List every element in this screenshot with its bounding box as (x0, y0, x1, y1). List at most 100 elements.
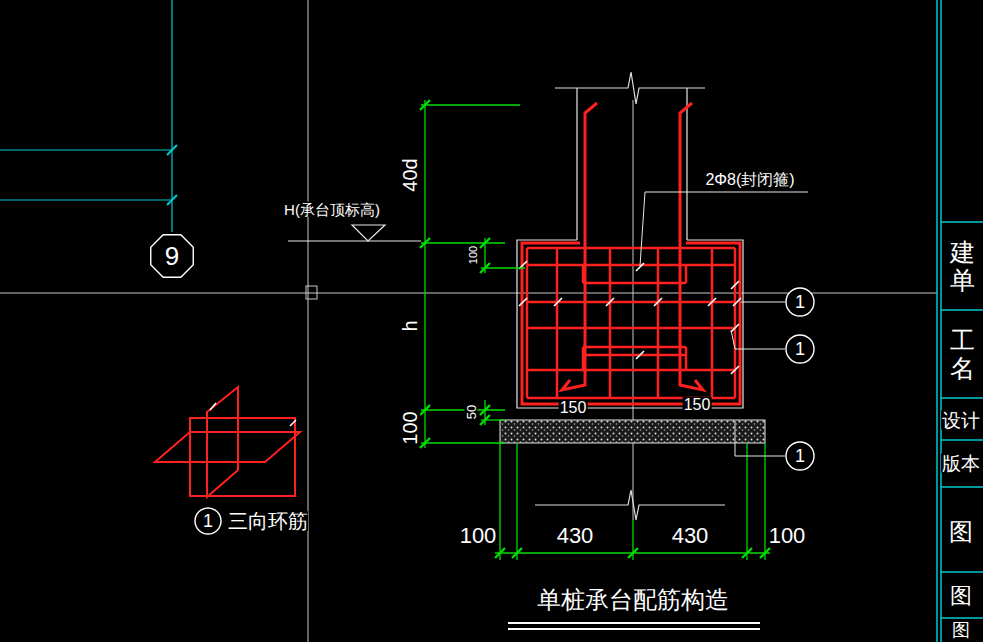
circle-outline (786, 288, 814, 316)
dimension-text: 100 (400, 410, 420, 445)
dimension-lines (421, 104, 520, 105)
dimension-text: 50 (465, 404, 478, 420)
dimension-text: 430 (556, 525, 595, 547)
rebar (583, 354, 686, 357)
ring-rebar-sketch (207, 387, 238, 497)
callout-text: 9 (148, 243, 196, 269)
title-block-cell: 建单 (949, 239, 976, 294)
reference-lines (0, 0, 937, 642)
axis-grid-lines (167, 145, 177, 205)
title-block-cell: 版本 (941, 454, 981, 473)
leader-lines (741, 302, 785, 303)
axis-grid-lines (0, 0, 177, 232)
rebar (734, 248, 737, 398)
gravel-cushion (500, 420, 765, 443)
ring-rebar-sketch (155, 432, 300, 462)
rebar (685, 265, 688, 283)
rebar (522, 103, 740, 404)
title-block-cell: 设计 (941, 411, 981, 430)
ring-rebar-sketch (190, 418, 295, 496)
dimension-lines (421, 442, 505, 443)
rebar (522, 243, 740, 404)
dimension-lines (421, 242, 505, 243)
leader-lines (731, 330, 785, 349)
caption-underline (508, 622, 760, 624)
elevation-mark (352, 225, 385, 241)
dimension-lines (764, 443, 765, 560)
reference-lines (633, 100, 634, 520)
axis-grid-lines (171, 0, 172, 232)
gravel-cushion (500, 420, 765, 443)
title-block-lines (941, 309, 983, 311)
rebar (527, 248, 735, 398)
title-block-lines (940, 0, 942, 642)
rebar (657, 248, 660, 398)
dimension-lines (516, 443, 517, 560)
dimension-lines (746, 443, 747, 560)
title-block-lines (941, 571, 983, 573)
dimension-lines (420, 100, 770, 560)
break-lines (535, 490, 725, 520)
title-block-lines (941, 439, 983, 441)
title-block-lines (937, 0, 983, 642)
concrete-outline (517, 88, 743, 408)
break-lines (535, 72, 725, 520)
dimension-lines (499, 443, 500, 560)
leader-lines (640, 192, 808, 456)
dimension-lines (420, 100, 430, 448)
title-block-cell: 工名 (949, 327, 976, 382)
callout-number: 1 (785, 334, 815, 364)
rebar (583, 346, 686, 349)
caption-underline (508, 623, 760, 629)
axis-grid-lines (0, 149, 172, 150)
callout-text: 1 (785, 447, 815, 465)
dimension-text: 150 (559, 400, 588, 416)
ring-rebar-sketch (155, 387, 300, 497)
rebar-section-ticks (519, 298, 741, 306)
dimension-lines (421, 409, 505, 410)
dimension-text: 100 (768, 525, 807, 547)
reference-lines (308, 0, 309, 642)
rebar (685, 347, 688, 370)
circle-outline (195, 508, 221, 534)
rebar (609, 248, 612, 398)
rebar (526, 248, 529, 398)
leader-lines (640, 192, 808, 266)
dimension-lines (495, 548, 770, 558)
callout-text: 1 (194, 512, 222, 530)
rebar (556, 248, 559, 398)
elevation-mark (288, 240, 421, 241)
dimension-lines (481, 267, 525, 268)
dimension-text: h (400, 319, 420, 332)
callout-text: 1 (785, 340, 815, 358)
axis-grid-lines (0, 199, 172, 200)
rebar-note: 2Φ8(封闭箍) (704, 172, 795, 188)
title-block-cell: 图 (951, 621, 971, 639)
rebar (582, 265, 585, 283)
dimension-text: 150 (683, 397, 712, 413)
callout-number: 1 (785, 441, 815, 471)
axis-marker: 9 (148, 232, 196, 280)
dimension-lines (424, 100, 425, 448)
rebar (583, 282, 686, 285)
caption-underline (508, 628, 760, 630)
callout-number: 1三向环筋 (194, 507, 222, 535)
rebar-section-ticks (731, 281, 739, 374)
circle-outline (786, 335, 814, 363)
title-block-lines (941, 486, 983, 488)
rebar-section-ticks (519, 261, 644, 359)
callout-note: 三向环筋 (228, 511, 308, 531)
concrete-outline (576, 88, 577, 240)
caption-text: 单桩承台配筋构造 (536, 588, 730, 612)
title-block-lines (941, 617, 983, 619)
rebar (582, 347, 585, 370)
title-block-cell: 图 (949, 585, 973, 607)
dimension-text: 100 (459, 525, 498, 547)
ring-rebar-sketch (210, 403, 296, 426)
dimension-text: 430 (671, 525, 710, 547)
circle-outline (786, 442, 814, 470)
dimension-text: 100 (468, 245, 479, 265)
reference-lines (306, 286, 317, 299)
callout-number: 1 (785, 287, 815, 317)
